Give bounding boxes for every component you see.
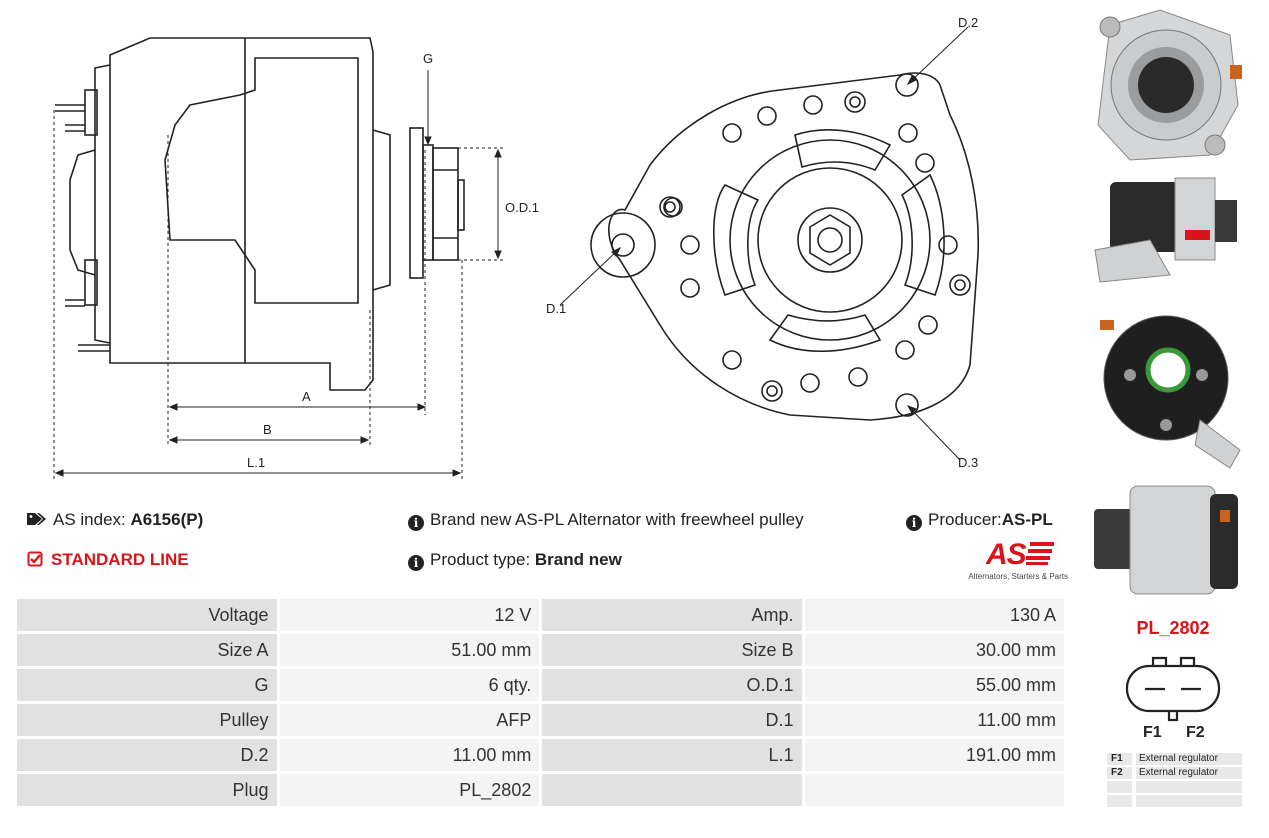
spec-value: PL_2802 (279, 774, 540, 806)
spec-value: 11.00 mm (279, 739, 540, 771)
front-view-drawing: D.2 D.1 D.3 (546, 15, 980, 470)
spec-value (804, 774, 1064, 806)
plug-legend-value (1136, 781, 1242, 793)
spec-label: Size B (542, 634, 802, 666)
product-photo-rear (1090, 300, 1242, 470)
spec-label (542, 774, 802, 806)
logo-stripes-icon (1026, 542, 1054, 565)
dim-label-g: G (423, 51, 433, 66)
logo-mark: AS (986, 538, 1027, 571)
plug-legend-key: F1 (1107, 753, 1132, 765)
spec-value: AFP (279, 704, 540, 736)
as-index-label: AS index: (53, 510, 126, 529)
spec-value: 51.00 mm (279, 634, 540, 666)
spec-label: Size A (17, 634, 277, 666)
producer-label: Producer: (928, 510, 1002, 529)
plug-legend-key: F2 (1107, 767, 1132, 779)
producer: i Producer:AS-PL (906, 510, 1053, 531)
description: i Brand new AS-PL Alternator with freewhe… (408, 510, 804, 531)
plug-legend-key (1107, 795, 1132, 807)
plug-legend-row (1107, 795, 1242, 807)
logo-tagline: Alternators, Starters & Parts (968, 572, 1068, 581)
product-type-label: Product type: (430, 550, 531, 569)
product-photo-side (1090, 170, 1242, 290)
plug-pin-f2: F2 (1186, 724, 1205, 741)
dim-label-d3: D.3 (958, 455, 978, 470)
plug-name: PL_2802 (1136, 618, 1210, 638)
product-type: i Product type: Brand new (408, 550, 622, 571)
spec-label: Amp. (542, 599, 802, 631)
spec-label: G (17, 669, 277, 701)
info-icon: i (408, 555, 424, 571)
description-text: Brand new AS-PL Alternator with freewhee… (430, 510, 804, 529)
plug-legend-key (1107, 781, 1132, 793)
info-icon: i (408, 515, 424, 531)
dim-label-b: B (263, 422, 272, 437)
spec-value: 130 A (804, 599, 1064, 631)
dim-label-od1: O.D.1 (505, 200, 539, 215)
checkbox-icon (27, 551, 43, 572)
side-view-drawing: G O.D.1 A B L.1 (53, 37, 539, 480)
plug-legend-row (1107, 781, 1242, 793)
dim-label-d2: D.2 (958, 15, 978, 30)
spec-label: Plug (17, 774, 277, 806)
producer-value: AS-PL (1001, 510, 1053, 529)
spec-label: O.D.1 (542, 669, 802, 701)
spec-label: D.1 (542, 704, 802, 736)
product-type-value: Brand new (534, 550, 622, 569)
plug-connector-diagram (1125, 656, 1221, 722)
spec-label: Pulley (17, 704, 277, 736)
spec-value: 55.00 mm (804, 669, 1064, 701)
plug-legend-value: External regulator (1136, 767, 1242, 779)
standard-line-label: STANDARD LINE (51, 550, 189, 569)
spec-value: 12 V (279, 599, 540, 631)
spec-label: L.1 (542, 739, 802, 771)
dim-label-l1: L.1 (247, 455, 265, 470)
plug-legend-row: F2 External regulator (1107, 767, 1242, 779)
plug-legend-row: F1 External regulator (1107, 753, 1242, 765)
plug-legend-value: External regulator (1136, 753, 1242, 765)
as-pl-logo: AS Alternators, Starters & Parts (964, 538, 1068, 584)
spec-value: 6 qty. (279, 669, 540, 701)
info-icon: i (906, 515, 922, 531)
as-index-value: A6156(P) (130, 510, 204, 529)
dim-label-d1: D.1 (546, 301, 566, 316)
product-photo-front (1090, 5, 1242, 163)
spec-value: 191.00 mm (804, 739, 1064, 771)
spec-label: Voltage (17, 599, 277, 631)
as-index: AS index: A6156(P) (27, 510, 203, 530)
spec-value: 11.00 mm (804, 704, 1064, 736)
spec-value: 30.00 mm (804, 634, 1064, 666)
plug-pin-f1: F1 (1143, 724, 1162, 741)
standard-line: STANDARD LINE (27, 550, 189, 572)
spec-label: D.2 (17, 739, 277, 771)
product-photo-pulley (1090, 474, 1242, 608)
tags-icon (27, 511, 46, 525)
dim-label-a: A (302, 389, 311, 404)
plug-legend-value (1136, 795, 1242, 807)
